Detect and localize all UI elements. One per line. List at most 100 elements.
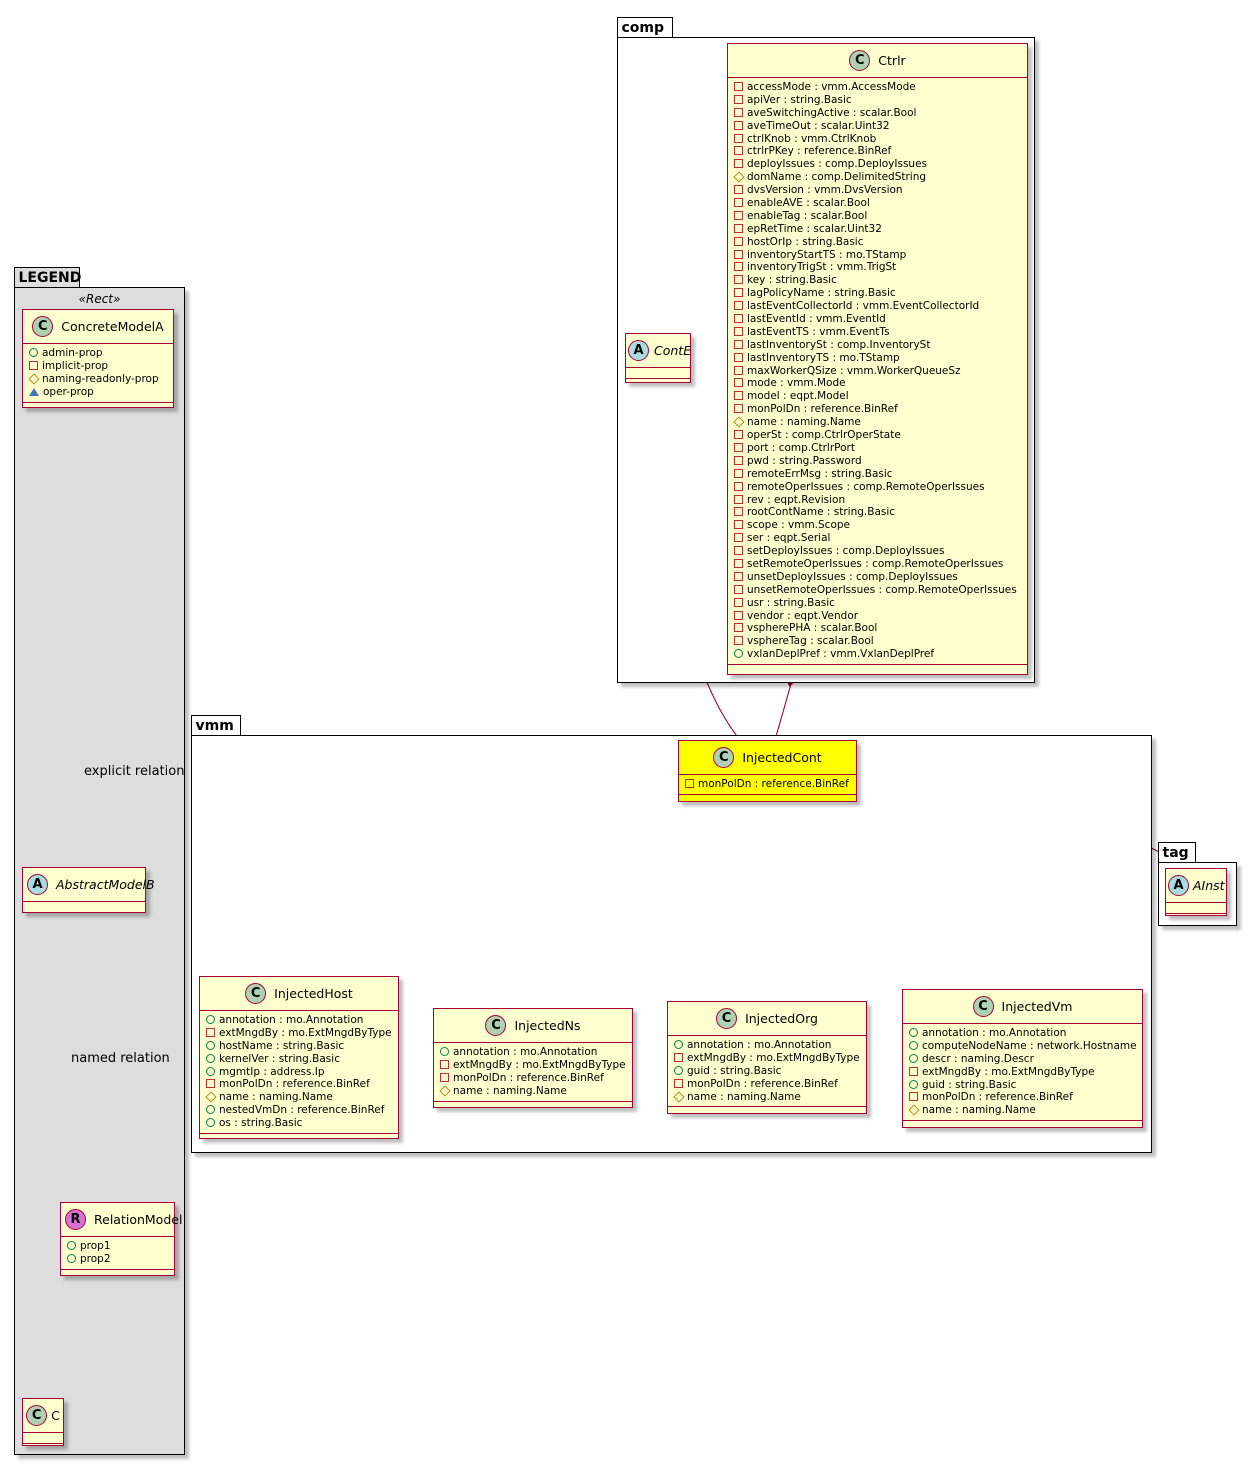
method-list xyxy=(626,379,690,389)
attribute-text: implicit-prop xyxy=(42,359,109,372)
private-visibility-icon xyxy=(734,558,743,568)
attribute-row: vxlanDeplPref : vmm.VxlanDeplPref xyxy=(734,648,1021,661)
attribute-text: extMngdBy : mo.ExtMngdByType xyxy=(687,1051,860,1064)
attribute-text: maxWorkerQSize : vmm.WorkerQueueSz xyxy=(747,364,961,377)
private-visibility-icon xyxy=(674,1078,683,1088)
attribute-text: extMngdBy : mo.ExtMngdByType xyxy=(453,1058,626,1071)
attribute-row: name : naming.Name xyxy=(673,1090,860,1104)
attribute-row: lastInventoryTS : mo.TStamp xyxy=(734,352,1021,365)
attribute-row: oper-prop xyxy=(29,386,167,399)
attribute-text: operSt : comp.CtrlrOperState xyxy=(747,429,901,442)
attribute-row: monPolDn : reference.BinRef xyxy=(909,1091,1136,1104)
attribute-text: ser : eqpt.Serial xyxy=(747,532,831,545)
private-visibility-icon xyxy=(734,430,743,440)
abstract-a-icon: A xyxy=(27,874,48,895)
vmm-package-title: vmm xyxy=(195,718,234,734)
attribute-text: extMngdBy : mo.ExtMngdByType xyxy=(219,1026,392,1039)
abstract-a-icon: A xyxy=(628,340,649,361)
method-list xyxy=(668,1107,866,1117)
attribute-row: name : naming.Name xyxy=(205,1091,392,1104)
private-visibility-icon xyxy=(734,133,743,143)
attribute-text: inventoryTrigSt : vmm.TrigSt xyxy=(747,261,897,274)
class-c-icon: C xyxy=(972,996,994,1017)
public-visibility-icon xyxy=(909,1053,918,1063)
method-list xyxy=(434,1102,632,1112)
attribute-row: ser : eqpt.Serial xyxy=(734,532,1021,545)
protected-visibility-icon xyxy=(733,171,745,183)
attribute-text: aveTimeOut : scalar.Uint32 xyxy=(747,119,890,132)
attribute-list xyxy=(1166,903,1226,914)
attribute-row: lastEventId : vmm.EventId xyxy=(734,313,1021,326)
attribute-row: monPolDn : reference.BinRef xyxy=(685,778,850,791)
attribute-text: pwd : string.Password xyxy=(747,454,862,467)
attribute-row: kernelVer : string.Basic xyxy=(206,1053,392,1066)
attribute-text: name : naming.Name xyxy=(922,1104,1036,1117)
attribute-row: ctrlKnob : vmm.CtrlKnob xyxy=(734,133,1021,146)
private-visibility-icon xyxy=(734,262,743,272)
legend-package-title: LEGEND xyxy=(18,270,82,286)
tag-package-title: tag xyxy=(1162,845,1189,861)
private-visibility-icon xyxy=(734,236,743,246)
package-visibility-icon xyxy=(29,387,39,396)
method-list xyxy=(23,913,145,923)
attribute-text: lastEventCollectorId : vmm.EventCollecto… xyxy=(747,300,980,313)
class-name: InjectedCont xyxy=(742,749,822,765)
attribute-row: vsphereTag : scalar.Bool xyxy=(734,635,1021,648)
public-visibility-icon xyxy=(909,1079,918,1089)
attribute-text: apiVer : string.Basic xyxy=(747,93,852,106)
attribute-row: descr : naming.Descr xyxy=(909,1053,1136,1066)
attribute-text: annotation : mo.Annotation xyxy=(453,1046,598,1058)
private-visibility-icon xyxy=(734,314,743,324)
attribute-text: unsetDeployIssues : comp.DeployIssues xyxy=(747,570,958,583)
attribute-row: annotation : mo.Annotation xyxy=(440,1046,626,1059)
private-visibility-icon xyxy=(734,455,743,465)
private-visibility-icon xyxy=(734,404,743,414)
method-list xyxy=(903,1121,1142,1131)
attribute-text: vsphereTag : scalar.Bool xyxy=(747,635,874,648)
attribute-row: dvsVersion : vmm.DvsVersion xyxy=(734,184,1021,197)
public-visibility-icon xyxy=(734,649,743,659)
vmm-package-tab: vmm xyxy=(190,715,241,735)
attribute-text: enableAVE : scalar.Bool xyxy=(747,197,870,210)
attribute-row: deployIssues : comp.DeployIssues xyxy=(734,158,1021,171)
attribute-text: admin-prop xyxy=(42,347,103,359)
attribute-row: mgmtIp : address.Ip xyxy=(206,1066,392,1079)
attribute-row: setDeployIssues : comp.DeployIssues xyxy=(734,545,1021,558)
attribute-text: annotation : mo.Annotation xyxy=(219,1014,364,1026)
attribute-row: enableAVE : scalar.Bool xyxy=(734,197,1021,210)
attribute-text: hostOrIp : string.Basic xyxy=(747,235,864,248)
private-visibility-icon xyxy=(206,1027,215,1037)
attribute-text: name : naming.Name xyxy=(687,1090,801,1103)
class-name: Ctrlr xyxy=(878,52,906,68)
attribute-row: vspherePHA : scalar.Bool xyxy=(734,622,1021,635)
attribute-row: enableTag : scalar.Bool xyxy=(734,210,1021,223)
private-visibility-icon xyxy=(734,301,743,311)
attribute-text: monPolDn : reference.BinRef xyxy=(922,1091,1073,1104)
private-visibility-icon xyxy=(734,520,743,530)
attribute-row: admin-prop xyxy=(29,347,167,360)
attribute-row: mode : vmm.Mode xyxy=(734,377,1021,390)
public-visibility-icon xyxy=(909,1028,918,1037)
attribute-text: port : comp.CtrlrPort xyxy=(747,441,855,454)
attribute-text: dvsVersion : vmm.DvsVersion xyxy=(747,184,903,197)
attribute-row: name : naming.Name xyxy=(908,1104,1136,1117)
public-visibility-icon xyxy=(206,1105,215,1115)
attribute-text: epRetTime : scalar.Uint32 xyxy=(747,222,882,235)
attribute-row: setRemoteOperIssues : comp.RemoteOperIss… xyxy=(734,558,1021,571)
attribute-text: annotation : mo.Annotation xyxy=(922,1027,1067,1039)
attribute-row: unsetRemoteOperIssues : comp.RemoteOperI… xyxy=(734,584,1021,597)
